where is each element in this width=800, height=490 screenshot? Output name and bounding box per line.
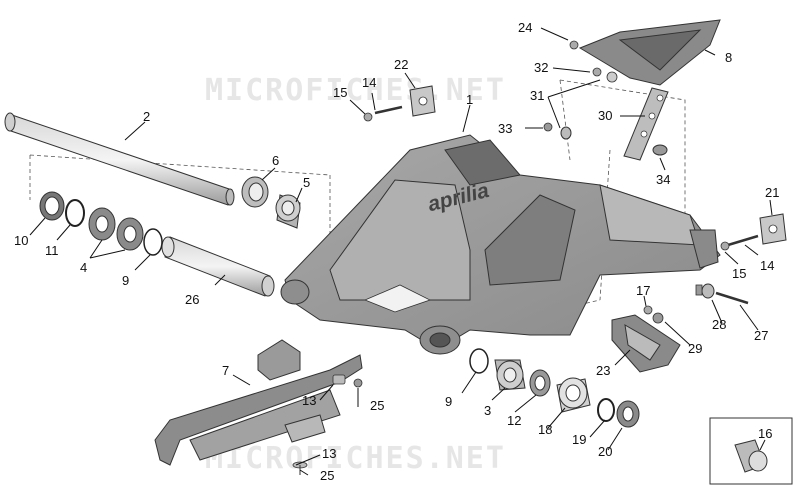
label-33: 33 bbox=[498, 121, 512, 136]
seal-part-20 bbox=[616, 400, 640, 428]
nut-part-33 bbox=[543, 122, 553, 132]
label-5: 5 bbox=[303, 175, 310, 190]
label-22: 22 bbox=[394, 57, 408, 72]
bushing-part-28 bbox=[701, 283, 715, 299]
label-19: 19 bbox=[572, 432, 586, 447]
dashed-guide-right bbox=[559, 79, 686, 301]
axle-part-2 bbox=[4, 112, 235, 206]
plate-part-21 bbox=[759, 213, 787, 245]
label-7: 7 bbox=[222, 363, 229, 378]
bushing-part-6 bbox=[241, 176, 269, 208]
label-32: 32 bbox=[534, 60, 548, 75]
label-17: 17 bbox=[636, 283, 650, 298]
o-ring-part-9-left bbox=[143, 228, 163, 256]
bracket-part-30 bbox=[623, 87, 669, 161]
label-27: 27 bbox=[754, 328, 768, 343]
bushing-part-3 bbox=[494, 359, 526, 391]
label-20: 20 bbox=[598, 444, 612, 459]
spacer-part-31 bbox=[560, 126, 572, 140]
screw-part-29 bbox=[652, 312, 664, 324]
screw-part-25-upper bbox=[353, 378, 363, 388]
o-ring-part-9-right bbox=[469, 348, 489, 374]
label-24: 24 bbox=[518, 20, 532, 35]
screw-part-13-upper bbox=[332, 374, 346, 385]
label-3: 3 bbox=[484, 403, 491, 418]
label-12: 12 bbox=[507, 413, 521, 428]
label-18: 18 bbox=[538, 422, 552, 437]
bolt-part-27 bbox=[695, 284, 749, 305]
chain-slider-part-7 bbox=[154, 339, 363, 466]
label-14-top: 14 bbox=[362, 75, 376, 90]
label-26: 26 bbox=[185, 292, 199, 307]
chain-guard-part-8 bbox=[578, 19, 721, 86]
label-14-right: 14 bbox=[760, 258, 774, 273]
bracket-part-23 bbox=[611, 314, 681, 373]
watermark-bottom: MICROFICHES.NET bbox=[205, 441, 506, 476]
washer-part-32 bbox=[592, 67, 618, 83]
cap-part-34 bbox=[652, 144, 668, 156]
spacer-tube-part-26 bbox=[161, 236, 275, 297]
seal-part-12 bbox=[529, 369, 551, 397]
label-29: 29 bbox=[688, 341, 702, 356]
label-34: 34 bbox=[656, 172, 670, 187]
swingarm-part-1: aprilia bbox=[280, 134, 721, 355]
watermark-top: MICROFICHES.NET bbox=[205, 73, 506, 108]
label-9-left: 9 bbox=[122, 273, 129, 288]
label-8: 8 bbox=[725, 50, 732, 65]
bolt-part-14-right bbox=[720, 234, 759, 251]
label-15-top: 15 bbox=[333, 85, 347, 100]
label-16: 16 bbox=[758, 426, 772, 441]
label-13-upper: 13 bbox=[302, 393, 316, 408]
label-15-right: 15 bbox=[732, 266, 746, 281]
bearing-part-4 bbox=[88, 207, 144, 251]
label-21: 21 bbox=[765, 185, 779, 200]
label-4: 4 bbox=[80, 260, 87, 275]
bushing-part-5 bbox=[275, 194, 301, 229]
screw-part-24 bbox=[569, 40, 579, 50]
dashed-guide-left bbox=[29, 154, 331, 235]
label-28: 28 bbox=[712, 317, 726, 332]
leader-lines bbox=[29, 27, 773, 476]
label-6: 6 bbox=[272, 153, 279, 168]
circlip-part-11 bbox=[65, 199, 85, 227]
callout-labels: 1 2 3 4 5 6 7 8 9 9 10 11 12 13 13 14 14… bbox=[14, 20, 779, 483]
screw-part-15-top bbox=[363, 112, 373, 122]
label-23: 23 bbox=[596, 363, 610, 378]
circlip-part-19 bbox=[597, 398, 615, 422]
seal-part-10 bbox=[39, 191, 65, 221]
label-13-lower: 13 bbox=[322, 446, 336, 461]
tube-part-18 bbox=[556, 377, 591, 413]
label-30: 30 bbox=[598, 108, 612, 123]
label-2: 2 bbox=[143, 109, 150, 124]
label-10: 10 bbox=[14, 233, 28, 248]
plate-part-22 bbox=[409, 85, 436, 117]
label-31: 31 bbox=[530, 88, 544, 103]
inset-box-part-16 bbox=[709, 417, 793, 485]
label-25-lower: 25 bbox=[320, 468, 334, 483]
label-1: 1 bbox=[466, 92, 473, 107]
label-9-right: 9 bbox=[445, 394, 452, 409]
label-11: 11 bbox=[45, 243, 59, 258]
label-25-upper: 25 bbox=[370, 398, 384, 413]
bolt-part-14-top bbox=[374, 105, 403, 115]
washer-part-17 bbox=[643, 305, 653, 315]
